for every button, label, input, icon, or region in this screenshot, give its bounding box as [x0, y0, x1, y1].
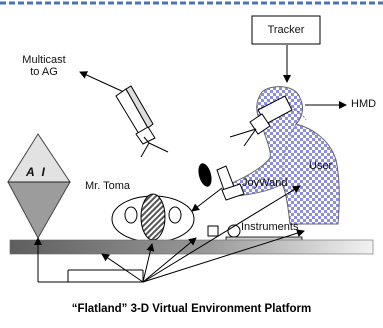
ai-label: A I: [26, 165, 47, 179]
feedback-arrows: [34, 185, 305, 283]
overhead-camera-icon: [115, 85, 169, 158]
ai-diamond: [7, 133, 71, 240]
multicast-arrow: [79, 71, 127, 94]
mr-toma-figure: [111, 193, 195, 243]
figure-caption: “Flatland” 3-D Virtual Environment Platf…: [71, 303, 312, 315]
multicast-label: Multicast to AG: [22, 54, 66, 78]
user-label: User: [309, 160, 333, 172]
head-camera-icon: [229, 95, 293, 147]
hmd-label: HMD: [351, 98, 377, 110]
mr-toma-label: Mr. Toma: [85, 180, 131, 192]
joywand-icon: [198, 163, 245, 201]
instruments-label: Instruments: [241, 221, 299, 233]
joywand-label: JoyWand: [242, 177, 288, 189]
joywand-pointer-arrow: [191, 187, 223, 212]
tracker-label: Tracker: [267, 24, 305, 36]
tracker-box: [251, 15, 321, 45]
